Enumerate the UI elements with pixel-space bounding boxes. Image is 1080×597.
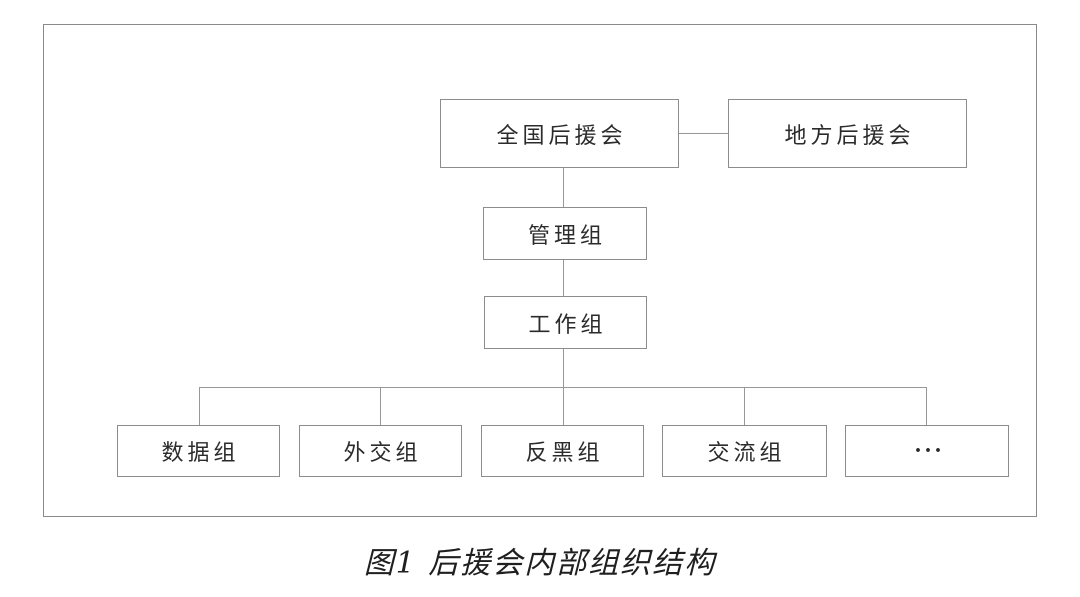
node-local-support-association: 地方后援会 xyxy=(728,99,967,168)
node-national-support-association: 全国后援会 xyxy=(440,99,679,168)
node-diplomacy-group: 外交组 xyxy=(299,425,462,477)
org-chart-frame: 全国后援会 地方后援会 管理组 工作组 数据组 外交组 反黑组 交流组 ··· xyxy=(43,24,1037,517)
connector-drop-data xyxy=(199,387,201,425)
node-management-group: 管理组 xyxy=(483,207,647,260)
connector-drop-more xyxy=(926,387,928,425)
node-working-group: 工作组 xyxy=(484,296,647,349)
connector-national-local xyxy=(679,133,728,135)
connector-management-working xyxy=(563,260,565,296)
connector-working-branch xyxy=(563,349,565,387)
connector-drop-communication xyxy=(744,387,746,425)
node-more-groups-ellipsis: ··· xyxy=(845,425,1009,477)
connector-drop-diplomacy xyxy=(380,387,382,425)
connector-national-management xyxy=(563,168,565,207)
node-communication-group: 交流组 xyxy=(662,425,827,477)
figure-caption: 图1 后援会内部组织结构 xyxy=(363,546,717,581)
node-antiblack-group: 反黑组 xyxy=(481,425,644,477)
node-data-group: 数据组 xyxy=(117,425,280,477)
connector-drop-antiblack xyxy=(563,387,565,425)
